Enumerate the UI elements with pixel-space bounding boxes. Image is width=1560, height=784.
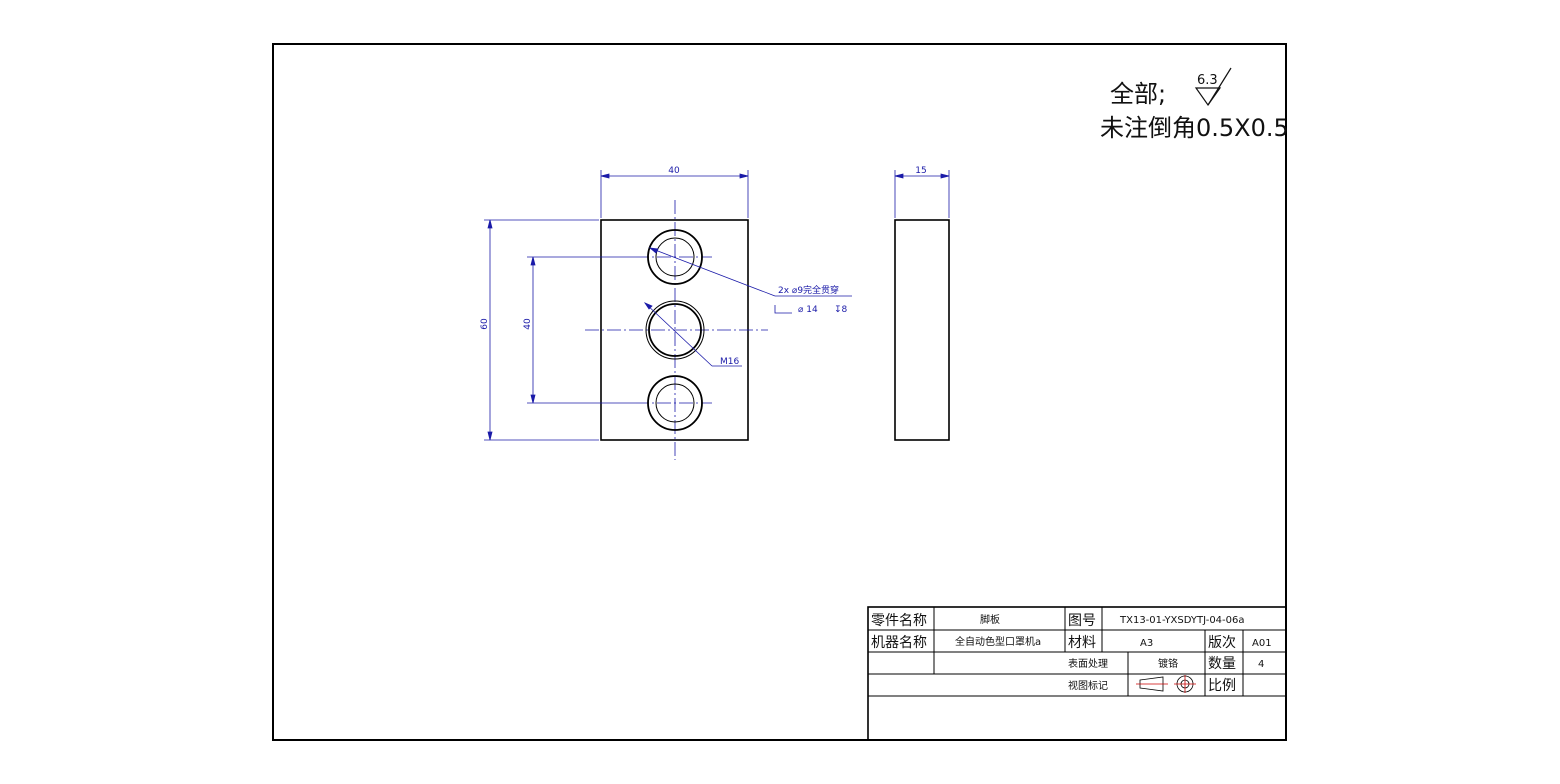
part-name-label: 零件名称 (871, 613, 927, 629)
material-value: A3 (1140, 638, 1153, 649)
hole-spacing-dimension (527, 256, 635, 404)
general-notes: 全部; 6.3 未注倒角0.5X0.5 (1100, 67, 1289, 142)
hole-callout-leader (648, 247, 852, 314)
center-lines (585, 200, 768, 460)
bottom-hole (647, 375, 703, 431)
hole-spacing-label: 40 (523, 318, 533, 330)
height-dimension-label: 60 (480, 318, 490, 330)
quantity-label: 数量 (1208, 656, 1236, 672)
revision-value: A01 (1252, 638, 1272, 649)
material-label: 材料 (1068, 635, 1096, 651)
part-name-value: 脚板 (980, 613, 1000, 626)
top-hole (647, 229, 703, 285)
middle-hole (645, 300, 705, 360)
view-label: 视图标记 (1068, 679, 1108, 692)
quantity-value: 4 (1258, 659, 1264, 670)
thickness-label: 15 (915, 166, 926, 176)
counterbore-depth-text: ↧8 (834, 305, 848, 315)
side-view-outline (894, 219, 950, 441)
thickness-dimension (894, 170, 950, 218)
surface-value: 镀铬 (1158, 657, 1178, 670)
machine-name-value: 全自动色型口罩机a (955, 635, 1041, 648)
drawing-no-label: 图号 (1068, 613, 1096, 629)
thread-label: M16 (720, 357, 739, 367)
machine-name-label: 机器名称 (871, 635, 927, 651)
revision-label: 版次 (1208, 635, 1236, 651)
projection-symbol-icon (1136, 675, 1196, 693)
width-dimension (600, 170, 749, 218)
roughness-prefix: 全部; (1110, 80, 1166, 108)
scale-label: 比例 (1208, 678, 1236, 694)
counterbore-text: ⌀ 14 (798, 305, 818, 315)
front-view: 40 60 40 2x ⌀9完全贯穿 ⌀ 14 ↧8 (480, 166, 852, 460)
hole-callout-text: 2x ⌀9完全贯穿 (778, 284, 839, 296)
drawing-no-value: TX13-01-YXSDYTJ-04-06a (1119, 615, 1245, 626)
width-dimension-label: 40 (668, 166, 680, 176)
title-block (867, 606, 1287, 741)
surface-label: 表面处理 (1068, 657, 1108, 670)
side-view: 15 (894, 166, 950, 441)
thread-leader (643, 302, 742, 367)
drawing-frame (272, 43, 1287, 741)
height-dimension (484, 219, 599, 441)
roughness-symbol-icon (1194, 67, 1232, 107)
roughness-value: 6.3 (1197, 73, 1218, 88)
chamfer-note: 未注倒角0.5X0.5 (1100, 114, 1289, 142)
